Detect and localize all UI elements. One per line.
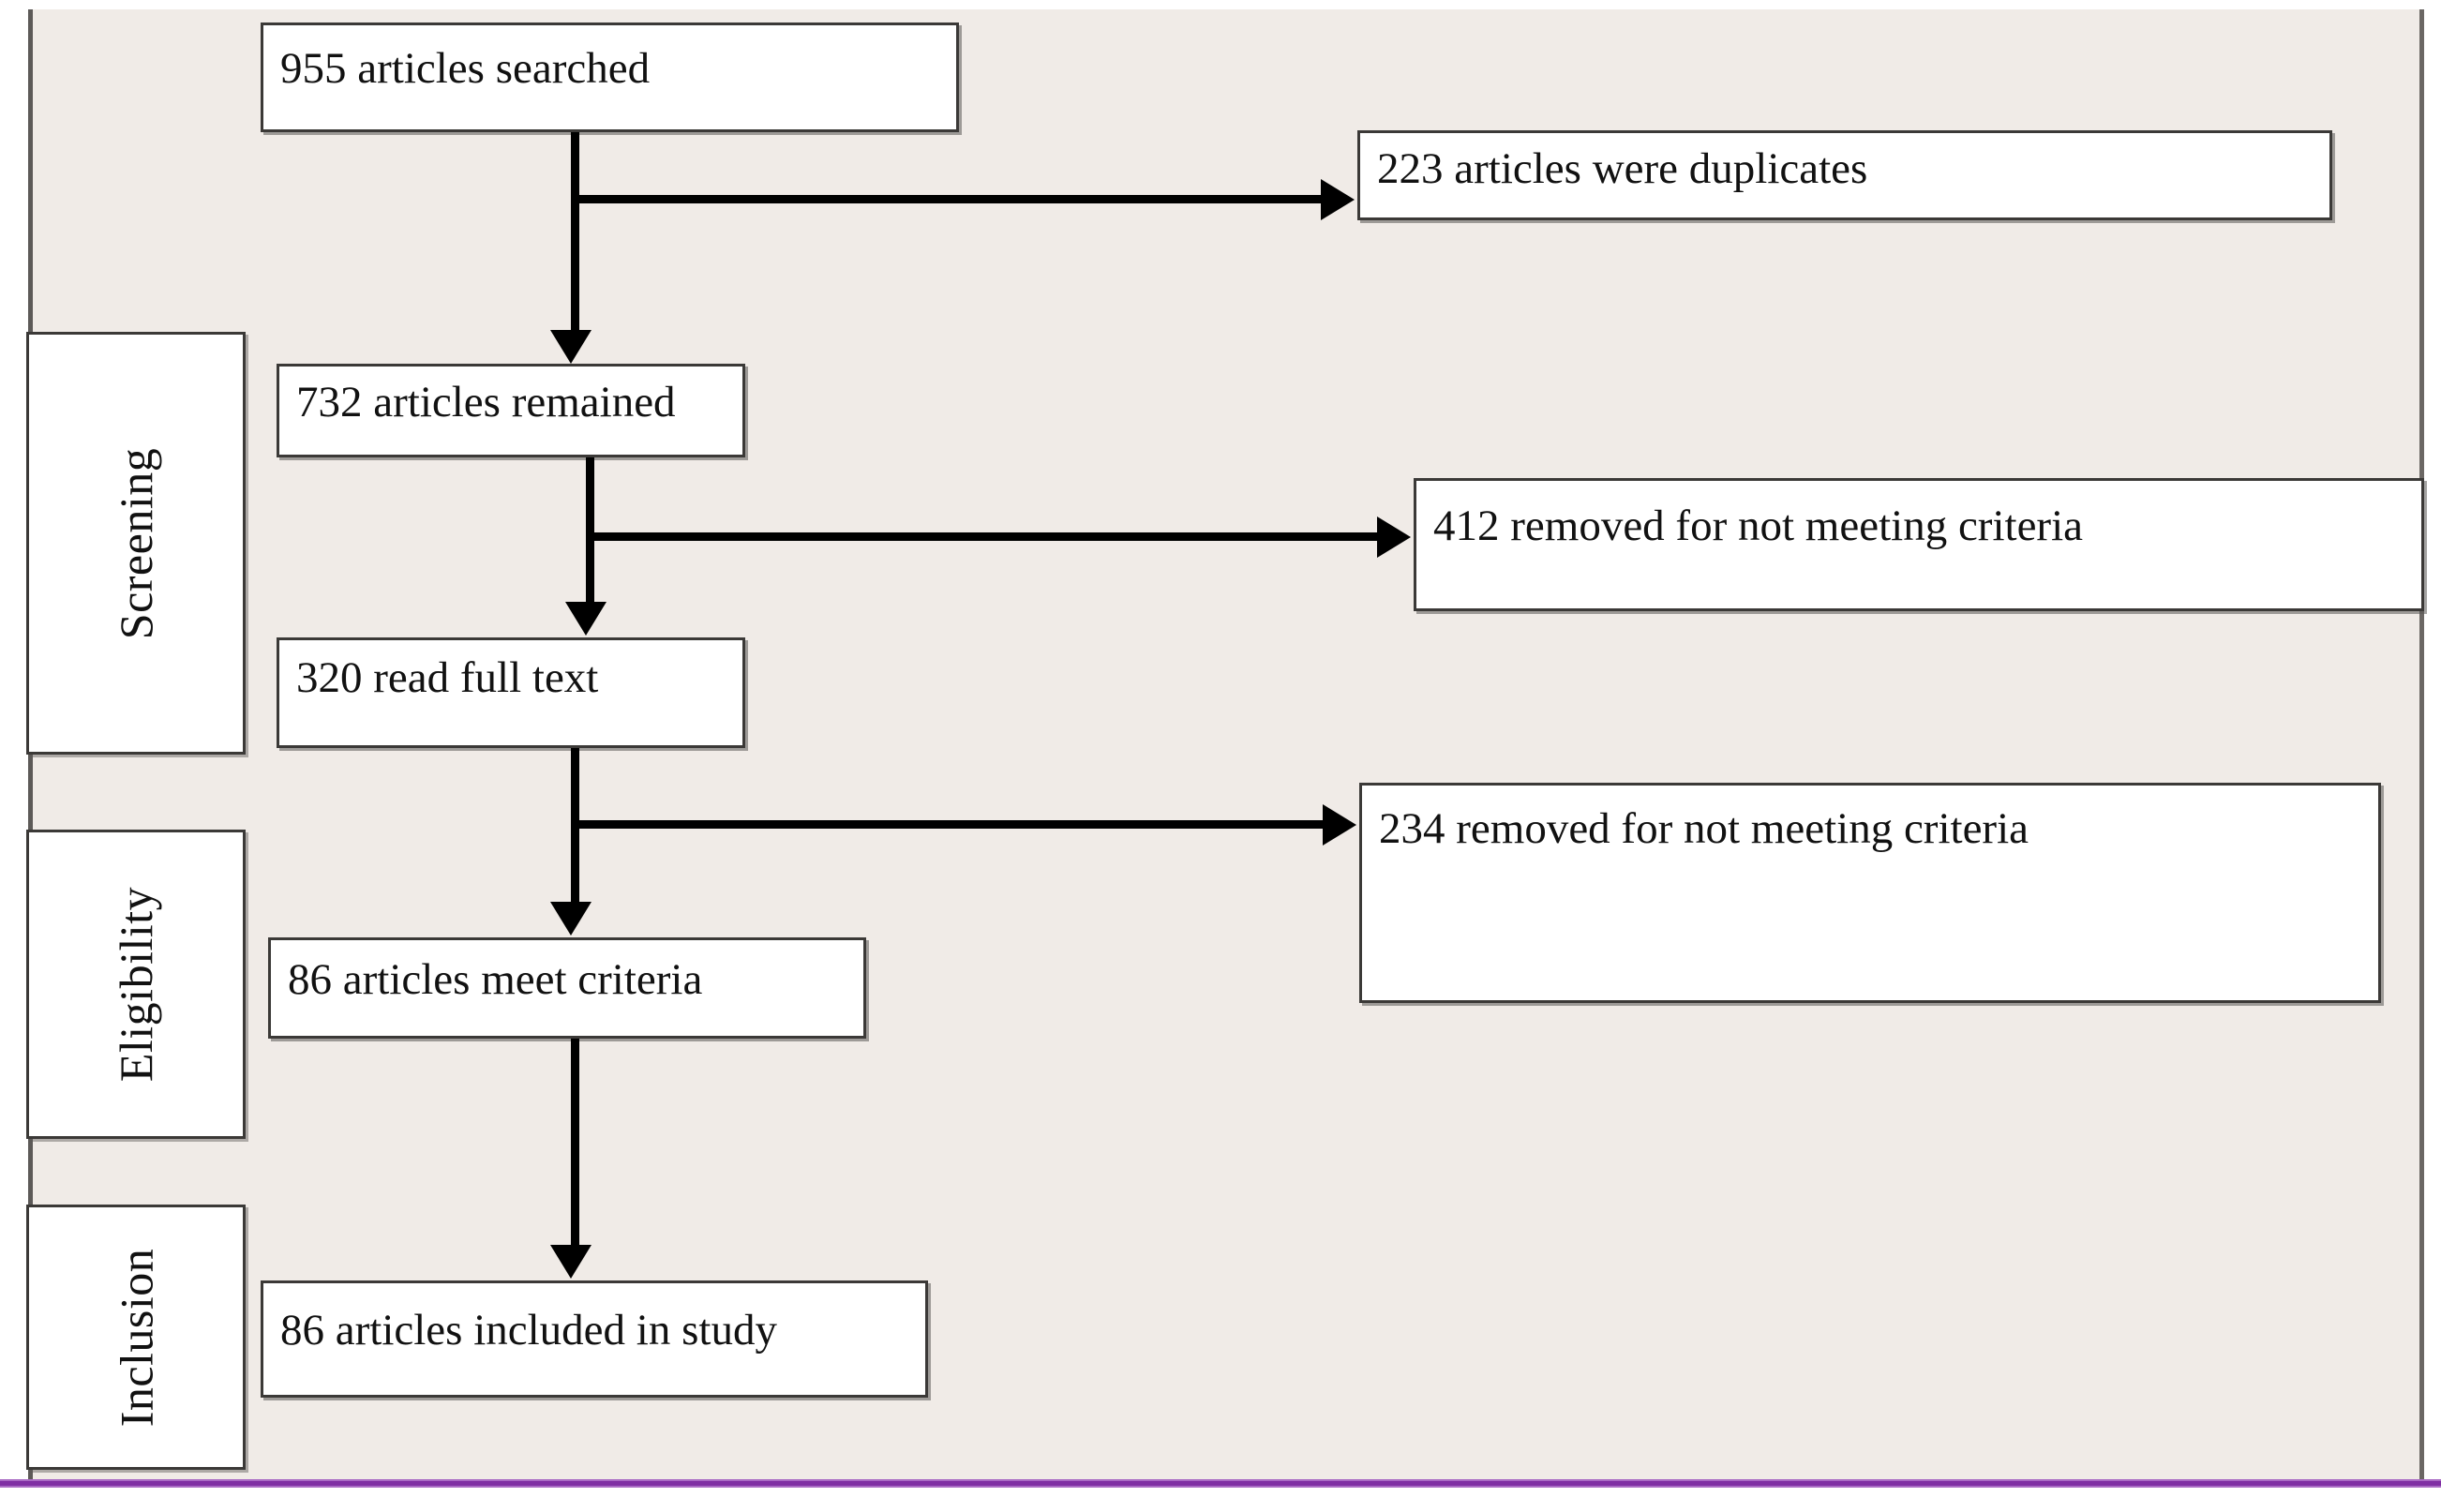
- node-read-full-text-label: 320 read full text: [296, 653, 599, 702]
- stage-label-inclusion-text: Inclusion: [110, 1248, 162, 1427]
- node-articles-meet-criteria: 86 articles meet criteria: [268, 937, 866, 1039]
- stage-label-screening-text: Screening: [110, 447, 162, 639]
- connector-remained-to-excluded-line: [586, 532, 1377, 541]
- node-read-full-text: 320 read full text: [277, 637, 745, 748]
- node-excluded-eligibility-label: 234 removed for not meeting criteria: [1379, 804, 2029, 853]
- node-articles-meet-criteria-label: 86 articles meet criteria: [288, 955, 703, 1004]
- frame-right-edge: [2419, 9, 2424, 1481]
- connector-fulltext-to-excluded-line: [571, 820, 1323, 829]
- connector-remained-to-fulltext-arrowhead: [565, 602, 607, 636]
- stage-label-inclusion: Inclusion: [26, 1205, 246, 1470]
- node-articles-remained: 732 articles remained: [277, 364, 745, 457]
- node-excluded-screening: 412 removed for not meeting criteria: [1414, 478, 2424, 611]
- node-duplicates-label: 223 articles were duplicates: [1377, 144, 1868, 193]
- connector-searched-to-duplicates-line: [571, 195, 1321, 203]
- connector-fulltext-to-meet-arrowhead: [550, 902, 592, 936]
- connector-fulltext-to-excluded-arrowhead: [1323, 804, 1356, 846]
- connector-searched-to-duplicates-arrowhead: [1321, 179, 1355, 220]
- stage-label-eligibility: Eligibility: [26, 830, 246, 1139]
- node-articles-searched: 955 articles searched: [261, 22, 959, 132]
- connector-searched-to-remained-arrowhead: [550, 330, 592, 364]
- node-articles-searched-label: 955 articles searched: [280, 44, 651, 93]
- connector-searched-to-remained-stem: [571, 132, 579, 333]
- bottom-accent-line: [0, 1479, 2441, 1488]
- connector-remained-to-excluded-arrowhead: [1377, 516, 1411, 558]
- node-excluded-screening-label: 412 removed for not meeting criteria: [1433, 502, 2083, 550]
- node-articles-included: 86 articles included in study: [261, 1280, 928, 1398]
- connector-meet-to-included-arrowhead: [550, 1245, 592, 1279]
- node-excluded-eligibility: 234 removed for not meeting criteria: [1359, 783, 2381, 1003]
- stage-label-screening: Screening: [26, 332, 246, 755]
- connector-meet-to-included-stem: [571, 1039, 579, 1247]
- node-duplicates: 223 articles were duplicates: [1357, 130, 2332, 220]
- node-articles-remained-label: 732 articles remained: [296, 378, 676, 427]
- stage-label-eligibility-text: Eligibility: [109, 886, 162, 1083]
- connector-remained-to-fulltext-stem: [586, 457, 594, 604]
- node-articles-included-label: 86 articles included in study: [280, 1306, 777, 1355]
